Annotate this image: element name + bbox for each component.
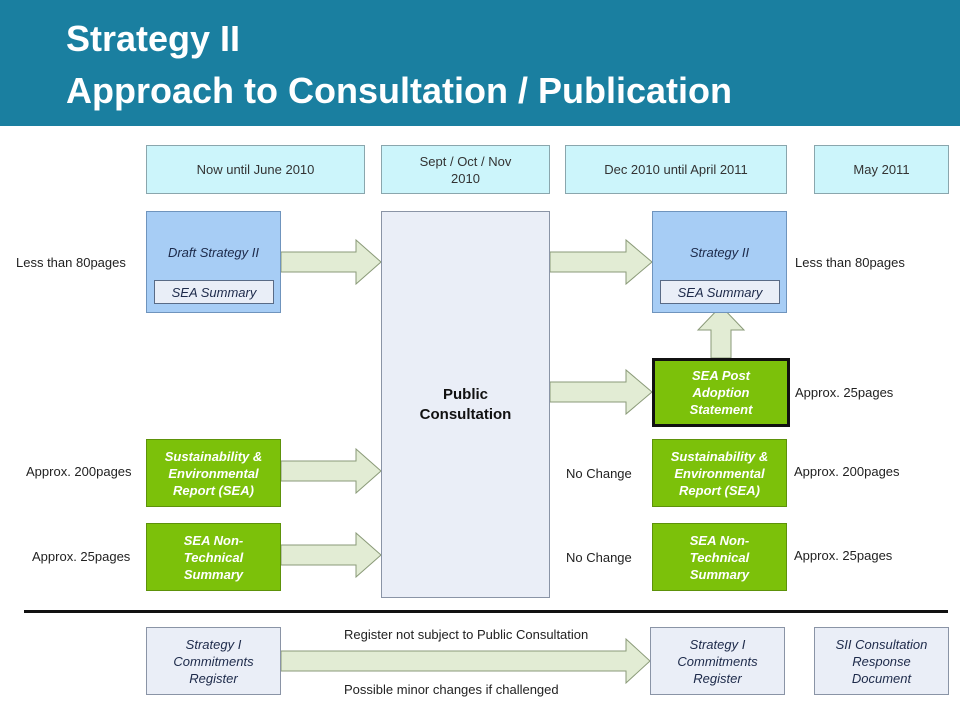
left-non-technical-box: SEA Non-Technical Summary xyxy=(146,523,281,591)
section-divider xyxy=(24,610,948,613)
arrow-consult-to-strategy xyxy=(549,238,653,286)
left-sustainability-size: Approx. 200pages xyxy=(26,464,132,479)
title-line-1: Strategy II xyxy=(66,18,241,59)
consultation-response-doc-box: SII Consultation Response Document xyxy=(814,627,949,695)
right-sustainability-size: Approx. 200pages xyxy=(794,464,900,479)
sea-post-adoption-size: Approx. 25pages xyxy=(795,385,894,400)
draft-sea-summary: SEA Summary xyxy=(154,280,274,304)
arrow-post-to-strategy xyxy=(696,305,746,359)
arrow-nts-to-consult xyxy=(280,531,382,579)
draft-strategy-title: Draft Strategy II xyxy=(167,245,260,260)
left-sustainability-box: Sustainability & Environmental Report (S… xyxy=(146,439,281,507)
left-non-technical-size: Approx. 25pages xyxy=(32,549,131,564)
timeline-dec-until-april: Dec 2010 until April 2011 xyxy=(565,145,787,194)
header-bar: Strategy II Approach to Consultation / P… xyxy=(0,0,960,126)
strategy-ii-box: Strategy II SEA Summary xyxy=(652,211,787,313)
arrow-register xyxy=(280,637,651,685)
strategy-ii-size: Less than 80pages xyxy=(795,255,905,270)
timeline-may-2011: May 2011 xyxy=(814,145,949,194)
right-sustainability-box: Sustainability & Environmental Report (S… xyxy=(652,439,787,507)
register-note-above: Register not subject to Public Consultat… xyxy=(344,627,589,642)
left-register-box: Strategy I Commitments Register xyxy=(146,627,281,695)
public-consultation-box: Public Consultation xyxy=(381,211,550,598)
register-note-below: Possible minor changes if challenged xyxy=(344,682,559,697)
right-sustainability-change: No Change xyxy=(566,466,632,481)
arrow-draft-to-consult xyxy=(280,238,382,286)
arrow-consult-to-post xyxy=(549,368,653,416)
title-line-2: Approach to Consultation / Publication xyxy=(66,70,732,111)
draft-strategy-size: Less than 80pages xyxy=(16,255,126,270)
strategy-ii-title: Strategy II xyxy=(689,245,750,260)
right-non-technical-change: No Change xyxy=(566,550,632,565)
arrow-sust-to-consult xyxy=(280,447,382,495)
right-non-technical-size: Approx. 25pages xyxy=(794,548,893,563)
draft-strategy-box: Draft Strategy II SEA Summary xyxy=(146,211,281,313)
timeline-sept-oct-nov: Sept / Oct / Nov 2010 xyxy=(381,145,550,194)
strategy-sea-summary: SEA Summary xyxy=(660,280,780,304)
timeline-now-until-june: Now until June 2010 xyxy=(146,145,365,194)
right-register-box: Strategy I Commitments Register xyxy=(650,627,785,695)
right-non-technical-box: SEA Non-Technical Summary xyxy=(652,523,787,591)
sea-post-adoption-box: SEA Post Adoption Statement xyxy=(652,358,790,427)
